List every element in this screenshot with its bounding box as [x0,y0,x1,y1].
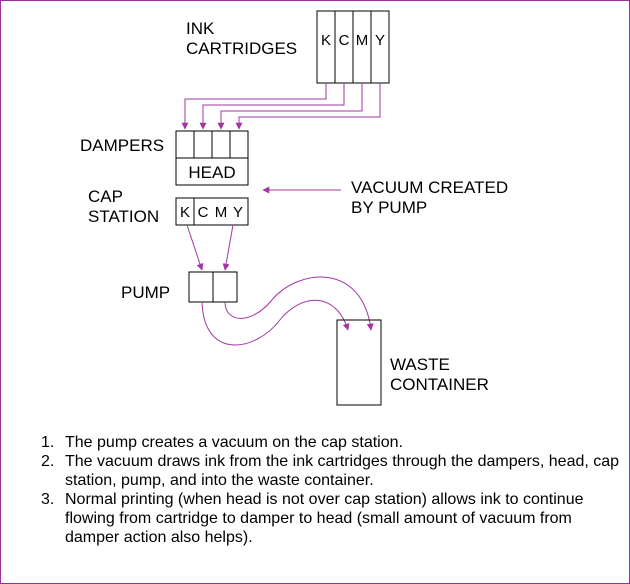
vacuum-label-line1: VACUUM CREATED [351,178,508,197]
pump [188,271,238,303]
note-text: The vacuum draws ink from the ink cartri… [65,453,620,489]
ink-line-y [235,83,381,130]
note-number: 1. [41,434,55,451]
cartridge-m: M [356,32,369,49]
ink-cartridges-label-line2: CARTRIDGES [186,39,297,58]
ink-cartridges-label-line1: INK [186,19,215,38]
ink-line-k [181,83,327,130]
cap-station: K C M Y [175,197,249,226]
waste-tube-right [224,276,374,331]
waste-tube-left [201,299,350,346]
note-item: 3. Normal printing (when head is not ove… [41,490,621,547]
note-number: 3. [41,491,55,508]
vacuum-label-line2: BY PUMP [351,198,427,217]
waste-container-label-line1: WASTE [390,355,450,374]
ink-line-m [217,83,363,130]
cap-station-label-line2: STATION [88,207,159,226]
ink-cartridges: K C M Y [316,10,390,84]
cap-cell-m: M [215,204,228,221]
pump-label: PUMP [121,283,170,302]
note-text: Normal printing (when head is not over c… [65,491,584,546]
ink-flow-diagram: INK CARTRIDGES K C M Y DAMPERS HEA [80,10,508,406]
cap-station-box [175,197,249,226]
dampers-head-assembly: HEAD [175,130,249,186]
head-label: HEAD [188,163,235,182]
dampers-label: DAMPERS [80,136,164,155]
note-item: 1. The pump creates a vacuum on the cap … [41,433,621,452]
cartridge-k: K [321,32,331,49]
cap-cell-c: C [198,204,209,221]
note-item: 2. The vacuum draws ink from the ink car… [41,452,621,490]
ink-supply-lines [181,83,381,130]
note-text: The pump creates a vacuum on the cap sta… [65,434,403,451]
notes-list: 1. The pump creates a vacuum on the cap … [41,433,621,547]
pump-to-waste-tubes [201,276,374,346]
cap-to-pump-lines [186,224,234,271]
waste-container-label-line2: CONTAINER [390,375,489,394]
ink-line-c [199,83,345,130]
cap-cell-y: Y [233,204,243,221]
cap-cell-k: K [180,204,190,221]
waste-container-box [336,319,382,406]
cap-pump-line-right [222,224,234,271]
cap-pump-line-left [186,224,204,271]
note-number: 2. [41,453,55,470]
cartridge-c: C [339,32,350,49]
cap-station-label-line1: CAP [88,187,123,206]
cartridge-y: Y [375,32,385,49]
